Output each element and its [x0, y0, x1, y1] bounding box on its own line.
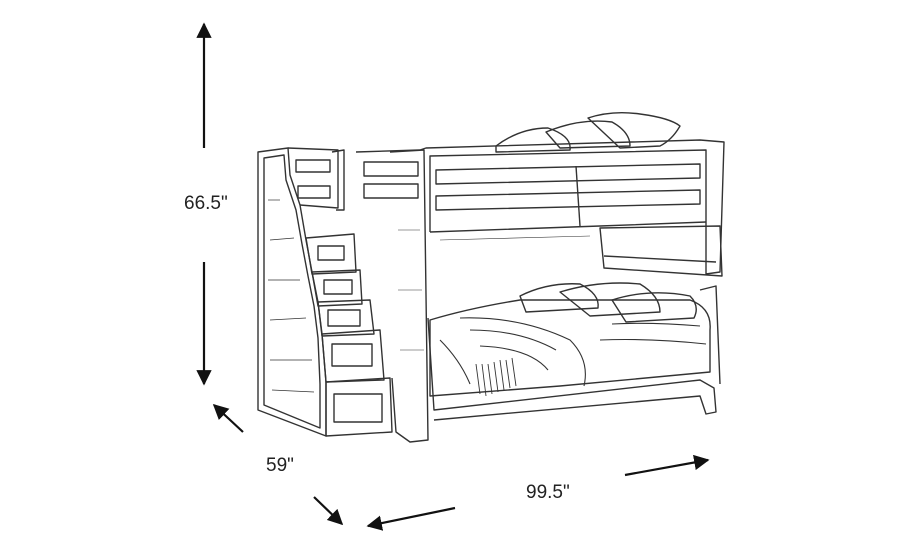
- throw-blanket-fringe: [475, 357, 517, 397]
- lower-bed-side-rail: [699, 285, 721, 385]
- stair-drawers: [305, 233, 393, 437]
- front-left-post: [389, 149, 429, 443]
- stair-post: [331, 149, 345, 211]
- width-arrow-left: [366, 506, 456, 531]
- lower-blanket: [439, 317, 707, 387]
- stair-side-inner: [263, 154, 321, 429]
- bunk-bed-outline: [257, 111, 725, 443]
- end-panel-wood-grain: [398, 229, 591, 351]
- headboard-slat: [603, 255, 717, 263]
- width-dimension-arrows: [366, 454, 710, 531]
- upper-bunk-frame: [355, 139, 725, 275]
- upper-rail-long-2: [435, 189, 701, 211]
- upper-pillows: [495, 111, 681, 153]
- rail-opening-2: [297, 185, 331, 199]
- depth-arrow-bottom: [313, 496, 344, 526]
- rail-opening-1: [295, 159, 331, 173]
- depth-dimension-arrows: [212, 403, 344, 526]
- lower-pillows: [519, 282, 697, 323]
- upper-rail-slat-2: [363, 183, 419, 199]
- depth-arrow-top: [212, 403, 244, 433]
- depth-dimension-label: 59": [266, 455, 294, 476]
- upper-rail-slat-1: [363, 161, 419, 177]
- height-dimension-label: 66.5": [184, 193, 228, 214]
- lower-mattress: [429, 299, 711, 397]
- width-dimension-label: 99.5": [526, 482, 570, 503]
- rear-headboard: [599, 225, 723, 277]
- upper-rail-long-1: [435, 163, 701, 185]
- lower-bed-footboard: [427, 317, 717, 421]
- stair-top-rail: [287, 147, 339, 209]
- width-arrow-right: [624, 454, 710, 477]
- upper-rail-divider: [575, 165, 581, 227]
- upper-bunk-bottom-edge: [429, 221, 707, 233]
- side-wood-grain: [268, 199, 315, 393]
